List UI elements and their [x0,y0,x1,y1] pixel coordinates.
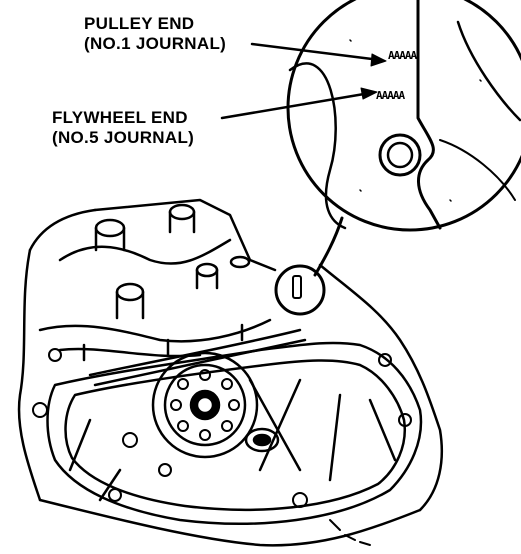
bearing-code-upper: AAAAA [388,49,417,62]
pulley-end-journal: (NO.1 JOURNAL) [84,34,227,53]
detail-target-slot [292,275,302,299]
flywheel-end-title: FLYWHEEL END [52,108,188,127]
block-outline-left [17,248,42,502]
detail-curve-left [288,62,347,230]
label-arrows [220,42,387,120]
detail-lower-curve [439,139,516,201]
stud-3 [115,282,145,302]
engine-block [17,198,444,547]
detail-inner-bevel [456,20,521,122]
flywheel-end-journal: (NO.5 JOURNAL) [52,128,195,147]
detail-target-circle [274,264,326,316]
flange-inner [64,359,407,512]
detail-magnifier [286,0,521,232]
block-right-edge [318,263,444,512]
pulley-end-title: PULLEY END [84,14,195,33]
stud-2 [168,203,196,221]
pulley-end-arrowhead [370,53,387,67]
detail-leader-line [313,216,344,277]
pulley-end-label: PULLEY END (NO.1 JOURNAL) [84,14,226,54]
stud-1 [94,218,126,238]
crankshaft-flange [151,351,259,459]
stud-4 [195,262,219,278]
bearing-code-lower: AAAAA [376,89,405,102]
flywheel-end-arrowhead [360,87,378,100]
detail-hole-inner [386,141,414,169]
flywheel-end-label: FLYWHEEL END (NO.5 JOURNAL) [52,108,194,148]
detail-hole-outer [378,133,422,177]
oil-seal [244,427,280,453]
flywheel-end-arrow-line [220,91,372,120]
cutaway-dashes [329,519,371,546]
detail-circle-outline [286,0,521,232]
flange-bolt-holes [32,348,412,508]
detail-block-edge [416,0,442,230]
block-bottom-edge [38,498,422,547]
block-top-edge [93,198,277,272]
stud-5 [229,255,251,269]
pulley-end-arrow-line [250,42,382,62]
detail-stipple [349,39,482,202]
block-top-left [28,208,97,252]
